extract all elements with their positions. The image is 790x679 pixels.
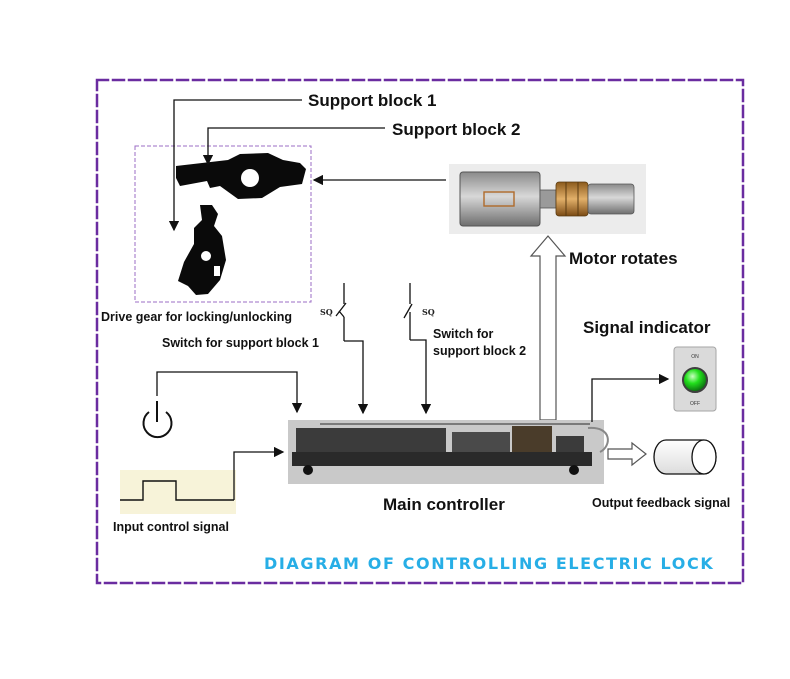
motor-image xyxy=(449,164,646,234)
switch-block-1-label: Switch for support block 1 xyxy=(162,336,319,350)
output-feedback-cylinder xyxy=(653,439,717,475)
sq-label-2: SQ xyxy=(422,307,435,317)
support-block-1-shape xyxy=(176,153,306,199)
input-signal-wire xyxy=(233,446,285,500)
support-block-1-label: Support block 1 xyxy=(308,91,436,110)
input-control-signal-label: Input control signal xyxy=(113,520,229,534)
indicator-off-text: OFF xyxy=(690,401,700,407)
signal-indicator-lamp: ON OFF xyxy=(673,346,717,412)
power-wire xyxy=(156,371,303,414)
indicator-on-text: ON xyxy=(691,354,699,360)
leader-support-block-1 xyxy=(168,99,302,232)
switch-support-block-1 xyxy=(335,283,369,415)
drive-gear-shape xyxy=(178,205,226,295)
leader-support-block-2 xyxy=(202,127,385,166)
support-block-2-label: Support block 2 xyxy=(392,120,520,139)
switch-support-block-2 xyxy=(403,283,432,415)
diagram-title: DIAGRAM OF CONTROLLING ELECTRIC LOCK xyxy=(264,554,714,573)
motor-rotates-label: Motor rotates xyxy=(569,249,678,268)
power-icon xyxy=(142,401,173,439)
switch-block-2-label-line1: Switch for xyxy=(433,327,494,341)
output-feedback-signal-label: Output feedback signal xyxy=(592,496,730,510)
motor-rotates-arrow xyxy=(529,235,567,421)
sq-label-1: SQ xyxy=(320,307,333,317)
switch-block-2-label-line2: support block 2 xyxy=(433,344,526,358)
diagram-frame xyxy=(95,78,745,585)
input-signal-panel xyxy=(120,470,236,514)
main-controller-label: Main controller xyxy=(383,495,505,514)
input-signal-waveform xyxy=(120,480,234,501)
signal-indicator-label: Signal indicator xyxy=(583,318,711,337)
indicator-wire xyxy=(591,373,670,422)
drive-gear-label: Drive gear for locking/unlocking xyxy=(101,310,292,324)
main-controller-board xyxy=(288,420,609,484)
output-feedback-arrow xyxy=(607,441,647,467)
lock-parts-box xyxy=(134,145,312,303)
